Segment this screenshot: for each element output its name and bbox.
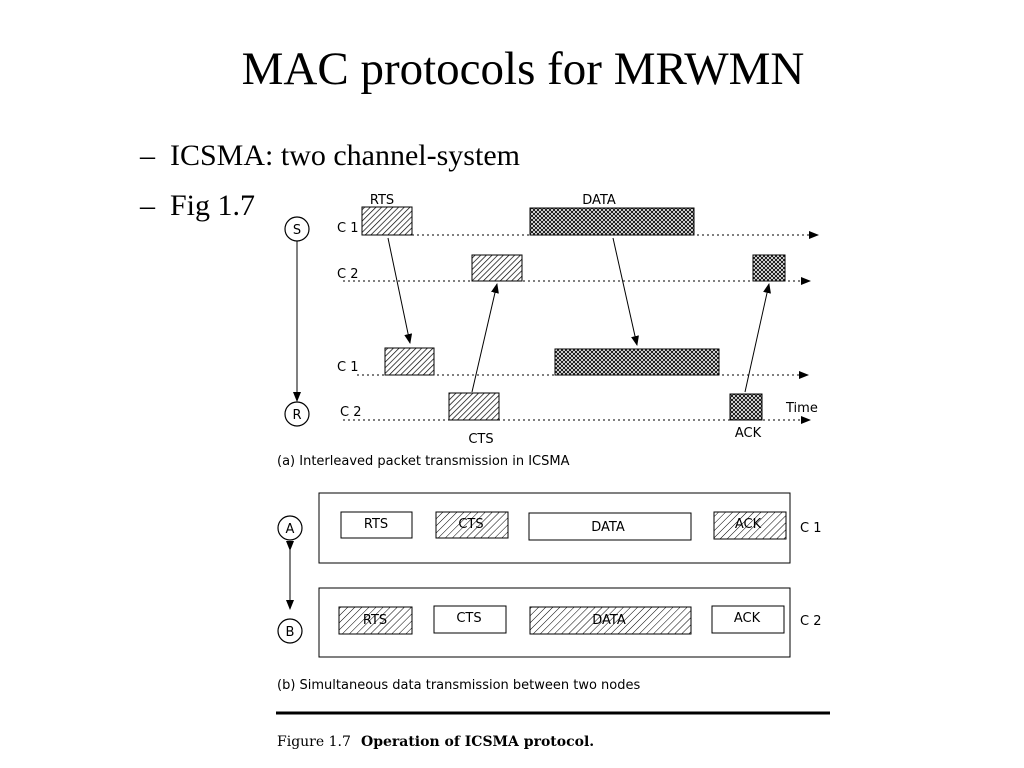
node-b-circle — [277, 618, 303, 644]
c2-ack-block — [711, 605, 785, 634]
part-b: A B RTS CTS DATA ACK C 1 RTS CTS DATA AC… — [277, 492, 821, 693]
cts-packet-s — [471, 254, 523, 282]
node-s-label: S — [293, 223, 301, 238]
c2-cts-block — [433, 605, 507, 634]
cts-arrow — [471, 283, 499, 393]
caption-b: (b) Simultaneous data transmission betwe… — [277, 678, 641, 693]
node-r-label: R — [292, 408, 301, 423]
bullet-dash: – — [140, 139, 155, 172]
c1-cts-label: CTS — [458, 517, 483, 532]
rts-arrow — [387, 237, 413, 344]
slide-title: MAC protocols for MRWMN — [241, 43, 805, 95]
data-packet-s — [529, 207, 695, 236]
cts-packet-r — [448, 392, 500, 421]
c1-cts-block — [435, 511, 509, 539]
bullet-item: –Fig 1.7 — [140, 189, 255, 223]
channel-label: C 1 — [337, 360, 358, 375]
part-a: S R C 1 C 2 C 1 C 2 RTS DATA CTS ACK — [277, 193, 819, 469]
c2-data-block — [529, 606, 692, 635]
data-label: DATA — [582, 193, 616, 208]
data-arrow — [612, 237, 639, 346]
c2-ack-label: ACK — [734, 611, 761, 626]
ack-label: ACK — [735, 426, 762, 441]
c2-data-label: DATA — [592, 613, 626, 628]
bullet-dash: – — [140, 189, 155, 222]
bullet-item: –ICSMA: two channel-system — [140, 139, 520, 173]
cts-label: CTS — [468, 432, 493, 447]
figure-number: Figure 1.7 — [277, 734, 351, 750]
rts-packet-r — [384, 347, 435, 376]
node-a-label: A — [286, 522, 295, 537]
c1-rts-block — [340, 511, 413, 539]
rts-label: RTS — [370, 193, 394, 208]
ack-packet-r — [729, 393, 763, 421]
time-label: Time — [785, 401, 818, 416]
ack-arrow — [744, 283, 771, 393]
channel-label: C 2 — [340, 405, 361, 420]
c1-data-block — [528, 512, 692, 541]
rts-packet-s — [361, 206, 413, 236]
c1-ack-block — [713, 511, 787, 540]
c2-cts-label: CTS — [456, 611, 481, 626]
data-packet-r — [554, 348, 720, 376]
channel-c2-box — [318, 587, 791, 658]
c2-channel-label: C 2 — [800, 614, 821, 629]
channel-c1-box — [318, 492, 791, 564]
c1-rts-label: RTS — [364, 517, 388, 532]
bullet-text: Fig 1.7 — [170, 189, 256, 222]
channel-label: C 1 — [337, 221, 358, 236]
channel-label: C 2 — [337, 267, 358, 282]
c2-rts-block — [338, 606, 413, 635]
c1-channel-label: C 1 — [800, 521, 821, 536]
caption-a: (a) Interleaved packet transmission in I… — [277, 454, 570, 469]
c2-rts-label: RTS — [363, 613, 387, 628]
figure-title: Operation of ICSMA protocol. — [361, 734, 594, 750]
bullet-text: ICSMA: two channel-system — [170, 139, 520, 172]
node-a-circle — [277, 515, 303, 541]
ack-packet-s — [752, 254, 786, 282]
c1-data-label: DATA — [591, 520, 625, 535]
c1-ack-label: ACK — [735, 517, 762, 532]
node-r-circle — [284, 401, 310, 427]
node-b-label: B — [286, 625, 295, 640]
